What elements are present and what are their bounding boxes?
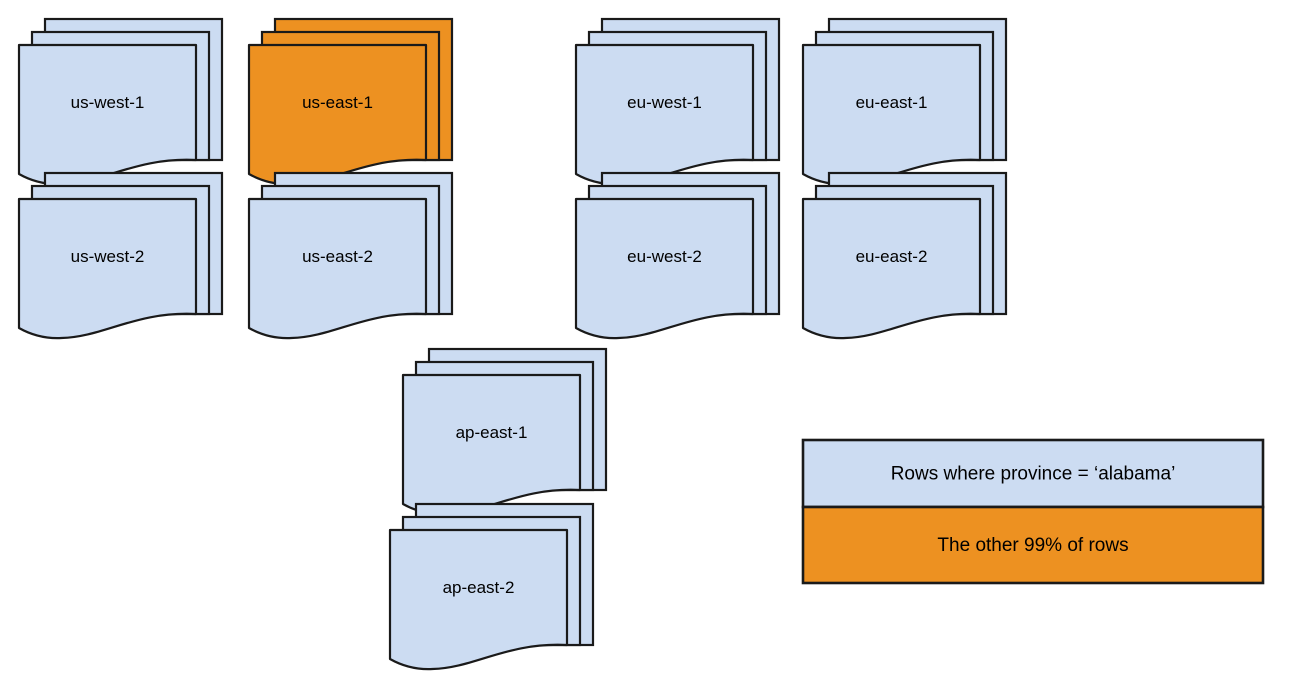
stack-front-sheet xyxy=(574,197,755,340)
document-stack-eu-west-2[interactable]: eu-west-2 xyxy=(574,171,781,340)
legend-swatch xyxy=(801,438,1265,509)
legend-label: Rows where province = ‘alabama’ xyxy=(891,464,1176,485)
legend-swatch xyxy=(801,505,1265,585)
document-stack-label: us-west-2 xyxy=(71,247,145,266)
document-stack-ap-east-2[interactable]: ap-east-2 xyxy=(388,502,595,671)
legend: Rows where province = ‘alabama’ The other… xyxy=(801,438,1265,585)
document-stack-eu-west-1[interactable]: eu-west-1 xyxy=(574,17,781,186)
document-stack-eu-east-2[interactable]: eu-east-2 xyxy=(801,171,1008,340)
stack-front-sheet xyxy=(17,43,198,186)
stack-front-sheet xyxy=(801,197,982,340)
document-stack-ap-east-1[interactable]: ap-east-1 xyxy=(401,347,608,516)
document-stack-label: eu-east-2 xyxy=(856,247,928,266)
document-stack-us-east-2[interactable]: us-east-2 xyxy=(247,171,454,340)
stack-front-sheet xyxy=(401,373,582,516)
stack-front-sheet xyxy=(388,528,569,671)
stack-front-sheet xyxy=(247,43,428,186)
document-stack-us-east-1[interactable]: us-east-1 xyxy=(247,17,454,186)
legend-row-other: The other 99% of rows xyxy=(801,505,1265,585)
stack-front-sheet xyxy=(17,197,198,340)
document-stack-label: ap-east-2 xyxy=(443,578,515,597)
document-stack-eu-east-1[interactable]: eu-east-1 xyxy=(801,17,1008,186)
document-stack-us-west-2[interactable]: us-west-2 xyxy=(17,171,224,340)
legend-label: The other 99% of rows xyxy=(937,535,1128,556)
document-stack-label: eu-west-2 xyxy=(627,247,702,266)
document-stack-label: us-west-1 xyxy=(71,93,145,112)
document-stack-label: eu-east-1 xyxy=(856,93,928,112)
stack-front-sheet xyxy=(574,43,755,186)
document-stack-us-west-1[interactable]: us-west-1 xyxy=(17,17,224,186)
document-stack-label: eu-west-1 xyxy=(627,93,702,112)
document-stack-label: us-east-1 xyxy=(302,93,373,112)
document-stacks-layer: us-west-1 us-east-1 eu-west-1 eu-east-1 us-w… xyxy=(17,17,1008,671)
legend-row-alabama: Rows where province = ‘alabama’ xyxy=(801,438,1265,509)
document-stack-label: us-east-2 xyxy=(302,247,373,266)
stack-front-sheet xyxy=(247,197,428,340)
stack-front-sheet xyxy=(801,43,982,186)
document-stack-label: ap-east-1 xyxy=(456,423,528,442)
